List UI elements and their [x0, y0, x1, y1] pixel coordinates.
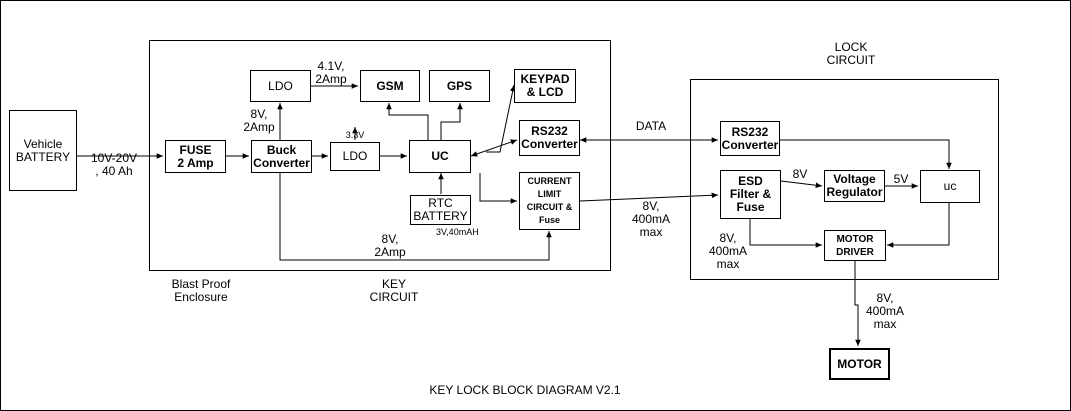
data-link-label: DATA: [635, 119, 667, 133]
vehicle-battery-block: Vehicle BATTERY: [9, 110, 77, 191]
ldo-mid-block: LDO: [330, 142, 380, 171]
wire-uc-rs232: [470, 139, 518, 157]
gps-block: GPS: [429, 70, 490, 102]
current-limit-block: CURRENT LIMIT CIRCUIT & Fuse: [519, 172, 580, 230]
esd-filter-block: ESD Filter & Fuse: [720, 170, 781, 219]
wire-uc-motor-driver: [887, 202, 950, 248]
diagram-title: KEY LOCK BLOCK DIAGRAM V2.1: [429, 383, 621, 397]
lock-circuit-label: LOCK CIRCUIT: [826, 40, 876, 67]
ldo-top-block: LDO: [250, 70, 311, 102]
wire-uc-gsm: [386, 103, 429, 140]
keypad-lcd-block: KEYPAD & LCD: [514, 69, 576, 103]
fuse-block: FUSE 2 Amp: [165, 140, 226, 173]
voltage-regulator-block: Voltage Regulator: [824, 170, 885, 202]
uc-key-block: UC: [409, 140, 471, 173]
motor-block: MOTOR: [829, 348, 890, 380]
buck-ldo-label: 8V, 2Amp: [243, 107, 275, 134]
uc-lock-block: uc: [920, 170, 980, 203]
wire-uc-gps: [440, 103, 463, 140]
wire-esd-regulator: [780, 180, 823, 189]
wire-buck-current-limit: [279, 173, 552, 261]
motor-driver-block: MOTOR DRIVER: [824, 230, 886, 261]
buck-converter-block: Buck Converter: [251, 140, 312, 173]
regulator-uc-label: 5V: [893, 172, 909, 186]
ldo-3v3-label: 3.3V: [345, 130, 365, 140]
key-circuit-enclosure: [149, 40, 611, 271]
esd-motor-driver-label: 8V, 400mA max: [708, 231, 748, 271]
rtc-battery-block: RTC BATTERY: [410, 195, 471, 225]
wire-driver-motor: [854, 261, 861, 346]
wire-rs232-uc: [780, 139, 952, 169]
key-circuit-label: KEY CIRCUIT: [369, 277, 419, 304]
ldo-gsm-label: 4.1V, 2Amp: [315, 59, 347, 86]
buck-current-limit-label: 8V, 2Amp: [374, 232, 406, 259]
battery-spec-label: 10V-20V , 40 Ah: [90, 151, 138, 178]
esd-regulator-label: 8V: [792, 167, 808, 181]
blast-proof-label: Blast Proof Enclosure: [171, 277, 231, 304]
gsm-block: GSM: [360, 70, 420, 102]
wire-esd-motor-driver: [749, 216, 822, 248]
lock-circuit-enclosure: [690, 79, 999, 280]
rs232-lock-block: RS232 Converter: [720, 121, 780, 156]
wire-current-limit-esd: [579, 192, 719, 202]
rs232-key-block: RS232 Converter: [519, 120, 580, 156]
motor-driver-out-label: 8V, 400mA max: [865, 291, 905, 331]
current-limit-out-label: 8V, 400mA max: [631, 199, 671, 239]
wire-uc-current-limit: [479, 173, 517, 204]
rtc-spec-label: 3V,40mAH: [436, 227, 479, 237]
